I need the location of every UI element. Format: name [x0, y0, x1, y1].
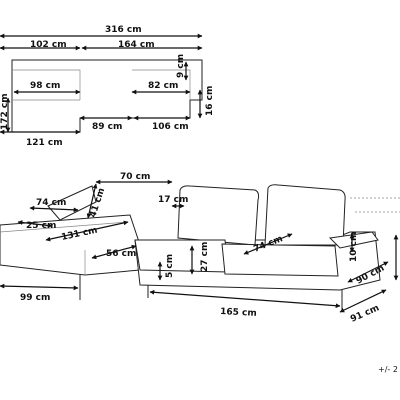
dim-line-side-depth [339, 289, 387, 313]
label-main-length: 165 cm [220, 307, 257, 319]
top-view: 316 cm 102 cm 164 cm 9 cm 98 cm 82 cm 16… [0, 25, 215, 148]
dim-line-seat-depth-front [91, 244, 137, 260]
label-right-section: 106 cm [152, 122, 189, 132]
dim-line-back-height [86, 183, 98, 219]
label-side-depth: 91 cm [349, 303, 381, 324]
label-seat-height: 27 cm [200, 242, 210, 272]
perspective-view: 70 cm 41 cm 17 cm 74 cm 25 cm 131 cm 56 … [0, 172, 400, 325]
dim-line-seat-cushion-depth [243, 233, 293, 255]
label-overall-width: 316 cm [105, 25, 142, 35]
label-chaise-depth: 172 cm [0, 93, 10, 130]
label-center-width: 89 cm [92, 122, 122, 132]
dim-line-arm-width [29, 205, 79, 213]
label-left-back: 102 cm [30, 40, 67, 50]
dim-line-chaise-seat [45, 220, 129, 242]
label-chaise-length: 121 cm [26, 138, 63, 148]
dim-line-total-depth [347, 261, 389, 283]
dim-line-chaise-total [0, 283, 79, 291]
label-seat-depth-front: 56 cm [106, 249, 136, 259]
dim-line-main-length [149, 289, 341, 309]
label-chaise-total: 99 cm [20, 293, 50, 303]
label-right-seat: 82 cm [148, 81, 178, 91]
tolerance-note: +/- 2 [378, 365, 398, 374]
label-right-back: 164 cm [118, 40, 155, 50]
label-arm-depth: 16 cm [205, 86, 215, 116]
label-back-depth: 9 cm [176, 54, 186, 78]
label-leg-height: 5 cm [165, 254, 175, 278]
seat-cushion-right [221, 243, 339, 277]
label-arm-pad-height: 10 cm [349, 232, 359, 262]
back-cushion-left [177, 185, 260, 246]
back-cushion-right [264, 184, 346, 246]
label-back-cushion-width: 70 cm [120, 172, 150, 182]
label-cushion-thickness: 17 cm [158, 195, 188, 205]
label-left-seat: 98 cm [30, 81, 60, 91]
seat-cushion-left [134, 239, 229, 273]
label-arm-width: 74 cm [36, 198, 66, 208]
label-arm-height: 25 cm [26, 221, 56, 231]
